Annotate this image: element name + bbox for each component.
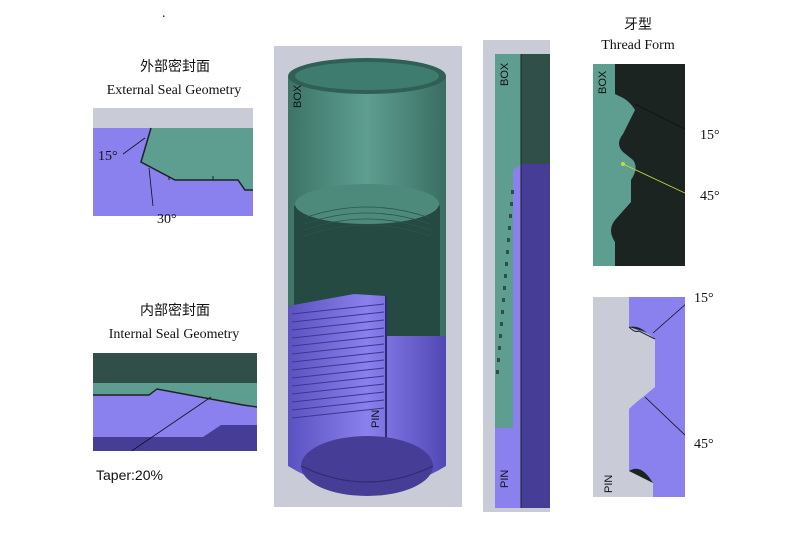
internal-seal-taper: Taper:20% — [96, 467, 163, 483]
thread-form-box-angle-15: 15° — [700, 128, 720, 143]
external-seal-angle-top: 15° — [98, 149, 118, 164]
center-box-label: BOX — [292, 84, 304, 108]
thread-form-box-angle-45: 45° — [700, 189, 720, 204]
thread-form-pin-angle-45: 45° — [694, 437, 714, 452]
thread-form-box-diagram: BOX — [593, 64, 685, 266]
internal-seal-diagram — [93, 353, 257, 451]
external-seal-angle-bottom: 30° — [157, 212, 177, 227]
internal-seal-title-en: Internal Seal Geometry — [108, 327, 240, 342]
section-pin-label: PIN — [499, 469, 511, 488]
section-box-label: BOX — [499, 62, 511, 86]
center-pin-label: PIN — [370, 409, 382, 428]
thread-form-pin-label: PIN — [603, 474, 615, 493]
stray-dot: . — [162, 6, 166, 21]
external-seal-title-en: External Seal Geometry — [106, 83, 242, 98]
thread-form-box-label: BOX — [597, 70, 609, 94]
thread-form-title-cn: 牙型 — [624, 18, 652, 33]
external-seal-diagram — [93, 108, 253, 216]
external-seal-title-cn: 外部密封面 — [140, 60, 210, 75]
connection-3d-render: BOX PIN — [274, 46, 462, 507]
section-view-diagram: BOX PIN — [483, 40, 550, 512]
internal-seal-title-cn: 内部密封面 — [140, 304, 210, 319]
thread-form-title-en: Thread Form — [601, 38, 675, 53]
thread-form-pin-angle-15: 15° — [694, 291, 714, 306]
thread-form-pin-diagram: PIN — [593, 297, 685, 497]
